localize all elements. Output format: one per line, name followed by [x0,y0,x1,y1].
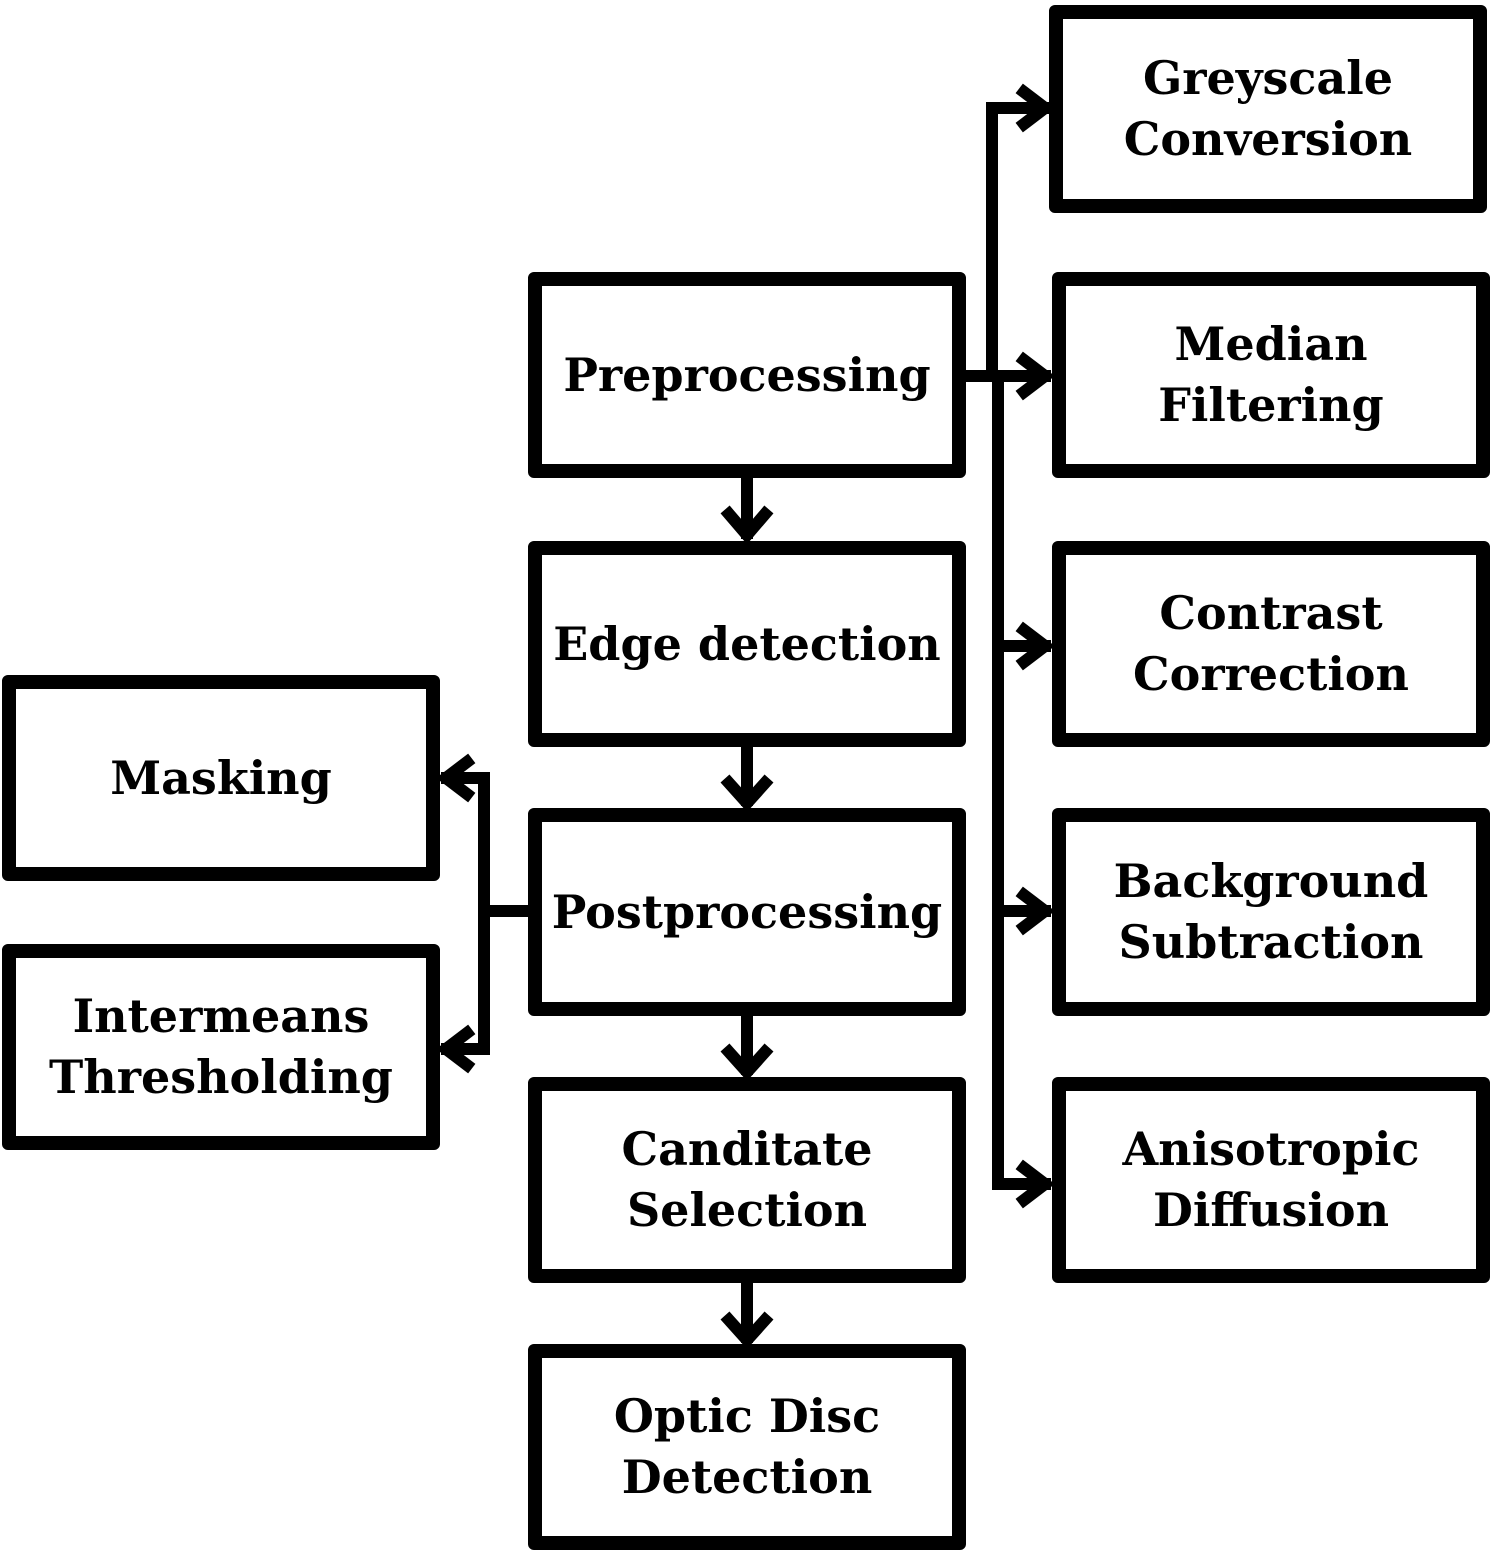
contrast-correction-label-line1: Contrast [1159,586,1383,640]
connector-to-greyscale [986,102,1051,382]
arrowhead-optic-disc [720,1311,774,1349]
anisotropic-diffusion-label-line1: Anisotropic [1122,1122,1420,1176]
arrowhead-greyscale [1015,83,1055,133]
intermeans-thresholding-label-line1: Intermeans [72,989,370,1043]
arrowhead-median [1015,351,1055,401]
arrowhead-background [1015,886,1055,936]
edge-detection-box: Edge detection [528,541,966,747]
background-subtraction-box: Background Subtraction [1052,808,1490,1016]
arrowhead-edge [720,505,774,545]
candidate-selection-label-line2: Selection [626,1183,868,1237]
postprocessing-box: Postprocessing [528,808,966,1016]
background-subtraction-label-line1: Background [1113,854,1429,908]
preprocessing-label: Preprocessing [563,347,931,402]
median-filtering-box: Median Filtering [1052,272,1490,478]
masking-box: Masking [2,675,440,881]
intermeans-thresholding-box: Intermeans Thresholding [2,944,440,1150]
arrowhead-anisotropic [1015,1159,1055,1209]
anisotropic-diffusion-label-line2: Diffusion [1152,1183,1390,1237]
anisotropic-diffusion-box: Anisotropic Diffusion [1052,1077,1490,1283]
background-subtraction-label-line2: Subtraction [1118,915,1424,969]
greyscale-conversion-label-line2: Conversion [1123,112,1413,166]
optic-disc-detection-box: Optic Disc Detection [528,1344,966,1550]
greyscale-conversion-box: Greyscale Conversion [1049,5,1487,213]
optic-disc-detection-label-line2: Detection [621,1450,873,1504]
candidate-selection-label-line1: Canditate [621,1122,873,1176]
arrowhead-candidate [720,1043,774,1081]
edge-detection-label: Edge detection [553,616,941,671]
greyscale-conversion-label-line1: Greyscale [1143,51,1393,105]
masking-label: Masking [110,750,332,805]
postprocessing-label: Postprocessing [551,884,943,939]
candidate-selection-box: Canditate Selection [528,1077,966,1283]
arrowhead-intermeans [436,1024,476,1074]
connector-left-trunk [441,772,490,1055]
median-filtering-label-line1: Median [1174,317,1368,371]
connector-to-anisotropic [992,370,1051,1190]
optic-disc-detection-label-line1: Optic Disc [613,1389,881,1443]
arrowhead-masking [436,753,476,803]
intermeans-thresholding-label-line2: Thresholding [49,1050,393,1104]
arrowhead-contrast [1015,621,1055,671]
median-filtering-label-line2: Filtering [1158,378,1384,432]
arrowhead-postprocessing [720,774,774,812]
contrast-correction-box: Contrast Correction [1052,541,1490,747]
contrast-correction-label-line2: Correction [1133,647,1409,701]
preprocessing-box: Preprocessing [528,272,966,478]
